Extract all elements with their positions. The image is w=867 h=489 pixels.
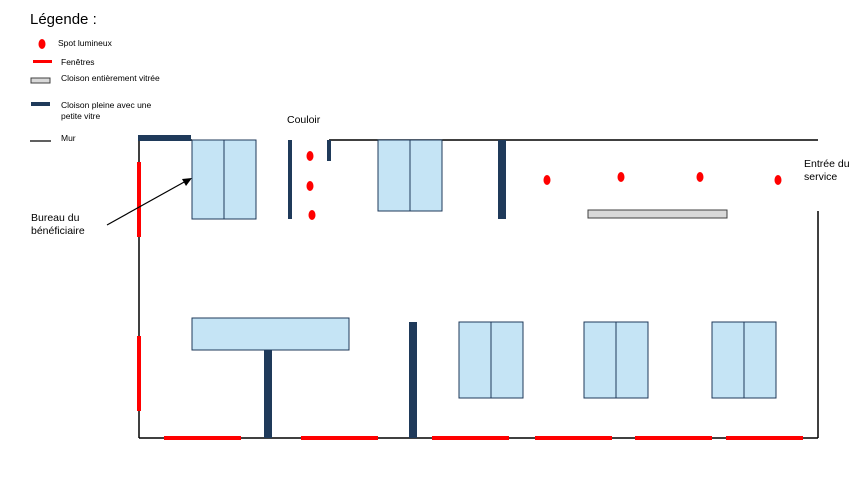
desk-pair bbox=[191, 317, 350, 351]
solid-partition bbox=[138, 135, 191, 141]
corridor-label: Couloir bbox=[287, 114, 321, 126]
beneficiary-office-label: Bureau du bénéficiaire bbox=[31, 212, 85, 238]
solid-partition bbox=[264, 318, 272, 438]
office-pointer-arrow bbox=[106, 180, 187, 226]
solid-partition bbox=[498, 140, 506, 219]
legend-window-icon bbox=[33, 60, 52, 63]
desk-pair bbox=[711, 321, 777, 399]
window bbox=[635, 436, 712, 440]
glass-partition bbox=[587, 209, 728, 219]
spot-light bbox=[308, 210, 316, 220]
legend-wall-label: Mur bbox=[61, 133, 76, 143]
window bbox=[137, 336, 141, 411]
spot-light bbox=[617, 172, 625, 182]
window bbox=[164, 436, 241, 440]
desk-pair bbox=[458, 321, 524, 399]
legend-glass-partition-icon bbox=[30, 77, 51, 84]
window bbox=[432, 436, 509, 440]
entrance-label: Entrée du service bbox=[804, 158, 850, 184]
spot-light bbox=[306, 151, 314, 161]
office-pointer-arrowhead bbox=[182, 178, 192, 186]
window bbox=[726, 436, 803, 440]
window bbox=[137, 162, 141, 237]
desk-pair bbox=[583, 321, 649, 399]
spot-light bbox=[543, 175, 551, 185]
desk-pair bbox=[377, 139, 443, 212]
spot-light bbox=[306, 181, 314, 191]
solid-partition bbox=[288, 140, 292, 219]
window bbox=[301, 436, 378, 440]
legend-solid-partition-icon bbox=[31, 102, 50, 106]
legend-glass-partition-label: Cloison entièrement vitrée bbox=[61, 73, 160, 83]
solid-partition bbox=[409, 322, 417, 438]
legend-spot-icon bbox=[38, 39, 46, 49]
legend-window-label: Fenêtres bbox=[61, 57, 95, 67]
legend-spot-label: Spot lumineux bbox=[58, 38, 112, 48]
desk-pair bbox=[191, 139, 257, 220]
spot-light bbox=[696, 172, 704, 182]
window bbox=[535, 436, 612, 440]
legend-solid-partition-label: Cloison pleine avec une petite vitre bbox=[61, 100, 152, 121]
legend-title: Légende : bbox=[30, 11, 97, 28]
spot-light bbox=[774, 175, 782, 185]
solid-partition bbox=[327, 140, 331, 161]
